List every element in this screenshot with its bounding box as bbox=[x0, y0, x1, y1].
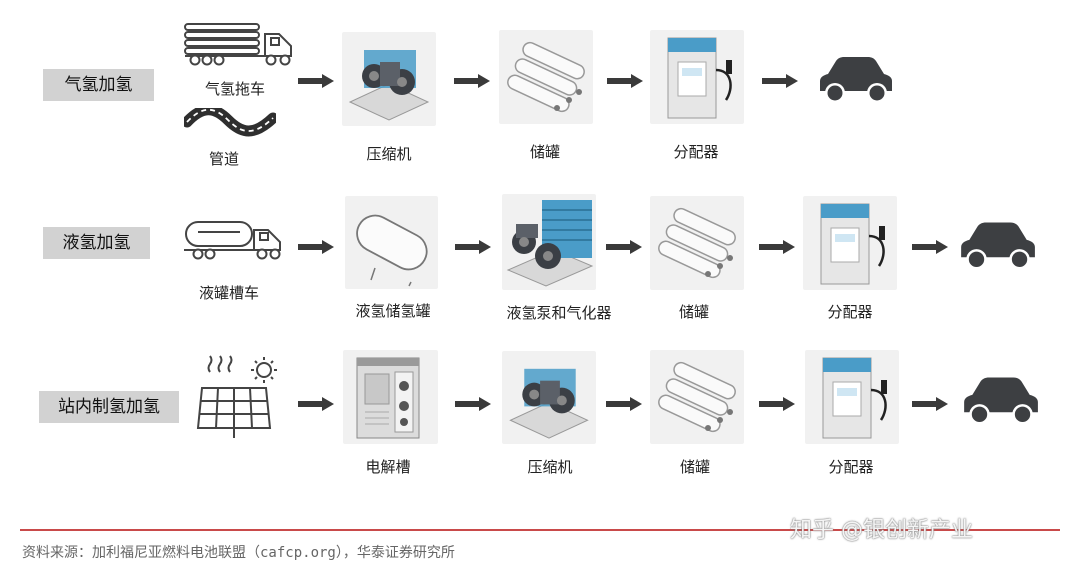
flow-arrow bbox=[298, 240, 334, 254]
storage-tank-icon bbox=[650, 350, 744, 444]
flow-arrow bbox=[759, 240, 795, 254]
step-label: 分配器 bbox=[828, 458, 874, 476]
pipeline-icon bbox=[184, 108, 276, 138]
step-label: 储罐 bbox=[679, 458, 711, 476]
step-label: 分配器 bbox=[673, 143, 719, 161]
step-label: 液氢泵和气化器 bbox=[506, 304, 612, 322]
car-icon bbox=[958, 375, 1042, 427]
flow-arrow bbox=[454, 74, 490, 88]
compressor-icon bbox=[502, 351, 596, 444]
pump-vaporizer-icon bbox=[502, 194, 596, 290]
dispenser-icon bbox=[650, 30, 744, 124]
flow-arrow bbox=[762, 74, 798, 88]
liquid-hydrogen-tank-icon bbox=[345, 196, 438, 289]
row-label-onsite: 站内制氢加氢 bbox=[39, 391, 179, 423]
storage-tank-icon bbox=[499, 30, 593, 124]
step-label: 压缩机 bbox=[366, 145, 412, 163]
storage-tank-icon bbox=[650, 196, 744, 290]
flow-arrow bbox=[298, 74, 334, 88]
source-note: 资料来源：加利福尼亚燃料电池联盟（cafcp.org），华泰证券研究所 bbox=[22, 545, 455, 561]
flow-arrow bbox=[606, 397, 642, 411]
dispenser-icon bbox=[803, 196, 897, 290]
solar-panel-icon bbox=[196, 354, 284, 442]
pipeline-label: 管道 bbox=[208, 150, 240, 168]
row-label-gas: 气氢加氢 bbox=[43, 69, 154, 101]
dispenser-icon bbox=[805, 350, 899, 444]
tube-trailer-truck-icon bbox=[183, 18, 295, 68]
tube-trailer-label: 气氢拖车 bbox=[204, 80, 266, 98]
flow-arrow bbox=[455, 397, 491, 411]
flow-arrow bbox=[759, 397, 795, 411]
step-label: 分配器 bbox=[827, 303, 873, 321]
step-label: 液氢储氢罐 bbox=[355, 302, 431, 320]
flow-arrow bbox=[455, 240, 491, 254]
compressor-icon bbox=[342, 32, 436, 126]
step-label: 储罐 bbox=[678, 303, 710, 321]
car-icon bbox=[955, 220, 1039, 272]
car-icon bbox=[814, 55, 896, 105]
flow-arrow bbox=[912, 397, 948, 411]
flow-arrow bbox=[606, 240, 642, 254]
flow-arrow bbox=[298, 397, 334, 411]
step-label: 压缩机 bbox=[527, 458, 573, 476]
watermark: 知乎 @银创新产业 bbox=[790, 518, 973, 543]
tanker-truck-label: 液罐槽车 bbox=[198, 284, 260, 302]
footer-divider bbox=[20, 529, 1060, 531]
tanker-truck-icon bbox=[182, 218, 284, 262]
flow-arrow bbox=[912, 240, 948, 254]
row-label-liquid: 液氢加氢 bbox=[43, 227, 150, 259]
step-label: 储罐 bbox=[529, 143, 561, 161]
step-label: 电解槽 bbox=[365, 458, 411, 476]
electrolyzer-icon bbox=[343, 350, 438, 444]
flow-arrow bbox=[607, 74, 643, 88]
